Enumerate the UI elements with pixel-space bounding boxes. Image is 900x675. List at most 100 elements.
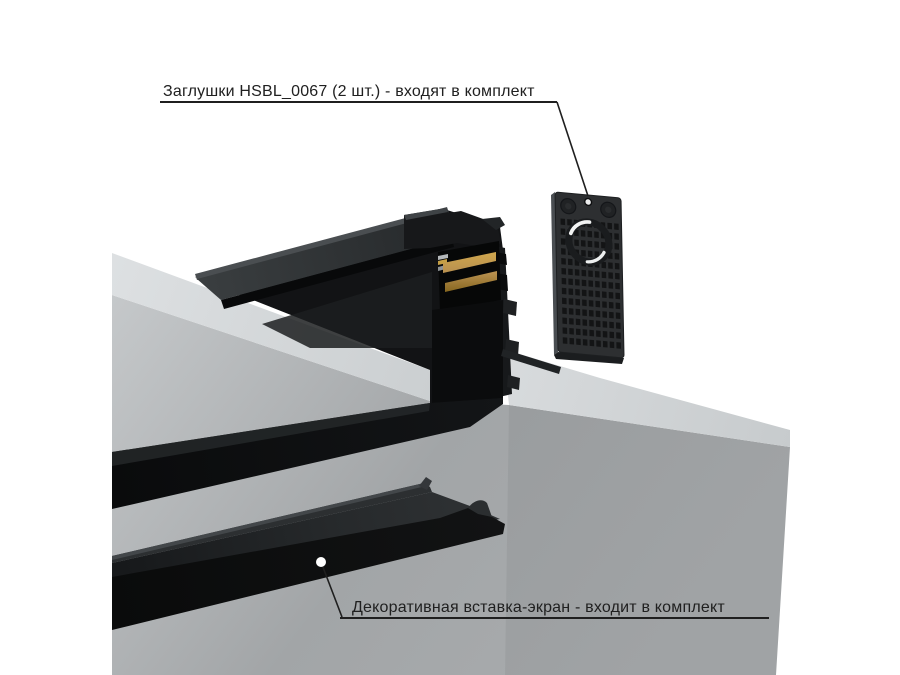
plate-ring-highlight [585, 250, 606, 264]
plate-hole [561, 267, 567, 275]
plate-hole [582, 319, 588, 326]
busbar-copper-strip [443, 252, 496, 273]
track-ridge-highlight [195, 207, 449, 280]
track-profile [112, 207, 561, 509]
plate-hole [582, 299, 587, 307]
plate-hole [561, 297, 567, 305]
plate-hole [609, 321, 614, 329]
plate-ring-highlight [568, 220, 592, 236]
plate-hole [601, 271, 607, 279]
plate-hole [582, 329, 588, 336]
plate-hole [581, 289, 587, 297]
plate-hole [594, 271, 600, 278]
plate-hole [608, 272, 613, 279]
plate-hole [588, 270, 593, 278]
plate-hole [615, 282, 620, 290]
plate-hole [569, 327, 574, 335]
plate-hole [560, 228, 566, 235]
plate-hole [595, 290, 600, 298]
plate-hole [569, 318, 574, 325]
plate-hole [582, 309, 587, 316]
plate-hole [616, 332, 621, 339]
plate-hole [568, 288, 574, 295]
plate-hole [574, 229, 579, 237]
insert-back-lip-highlight [112, 483, 426, 560]
plate-hole [615, 312, 621, 320]
plate-hole [594, 241, 599, 248]
plate-hole [608, 262, 613, 269]
plate-hole [608, 301, 614, 309]
plate-hole [580, 230, 586, 237]
plate-hole [562, 317, 567, 325]
insert-callout-label: Декоративная вставка-экран - входит в ко… [352, 599, 725, 616]
track-top-face [197, 212, 452, 300]
plate-hole [561, 258, 566, 265]
plate-hole [602, 340, 608, 348]
track-clip-tab [503, 299, 517, 316]
plate-hole [594, 251, 600, 258]
plate-hole [589, 339, 595, 347]
plate-hole [595, 300, 601, 308]
slab-face-shade [505, 405, 790, 675]
plate-hole [614, 223, 619, 230]
plate-hole [562, 327, 568, 334]
plate-hole [568, 308, 574, 315]
plate-hole [576, 338, 581, 346]
plate-hole [587, 230, 593, 238]
plate-hole [602, 331, 608, 338]
plate-hole [608, 282, 614, 289]
plate-hole [574, 239, 579, 247]
decorative-insert [112, 477, 505, 630]
slab-top-surface-right [503, 349, 790, 447]
track-clip-tab [507, 375, 520, 390]
plate-hole [588, 280, 594, 287]
track-lower-column [432, 300, 503, 403]
end-cap-plate [551, 191, 625, 364]
plate-hole [614, 262, 620, 270]
plate-hole [560, 238, 566, 245]
insert-front-lip-curl [468, 500, 492, 517]
insert-leader-line [320, 561, 343, 618]
track-cap-bevel [404, 208, 448, 220]
insert-inner-surface [112, 492, 500, 581]
plate-hole [581, 249, 586, 257]
plate-hanging-hole [584, 197, 593, 207]
plate-hole [602, 291, 607, 299]
plate-side-face [551, 192, 558, 355]
plate-hole [575, 308, 581, 316]
plate-hole [594, 231, 599, 239]
plate-hole [588, 309, 594, 317]
plate-hole [575, 279, 580, 286]
plate-hole [582, 339, 588, 346]
plate-hole [562, 337, 568, 344]
plate-hole [595, 280, 600, 288]
track-cap-section [404, 208, 501, 249]
insert-marker-dot [316, 557, 326, 567]
track-trim-band [112, 398, 503, 509]
contact-clip [438, 254, 448, 260]
plate-boss-center [565, 202, 572, 210]
insert-back-lip-curl [419, 477, 432, 490]
track-inner-wall [262, 272, 432, 348]
track-trim-chamfer [112, 403, 430, 466]
plate-hole [595, 310, 601, 318]
endcaps-leader-line [556, 101, 589, 197]
plate-hole [609, 341, 615, 349]
plate-hole [616, 342, 621, 349]
plate-hole [614, 253, 620, 260]
plate-hole [575, 318, 581, 326]
plate-hole [615, 292, 621, 300]
plate-hole [601, 261, 607, 269]
plate-hole [587, 250, 593, 258]
plate-hole [607, 222, 613, 230]
plate-boss-center [605, 206, 612, 214]
plate-hole [569, 337, 575, 345]
plate-hole [574, 269, 580, 276]
plate-hole [575, 328, 581, 336]
plate-hole [615, 272, 620, 280]
track-far-flange [501, 349, 561, 374]
callout-lines [160, 101, 769, 619]
plate-hole [562, 307, 567, 315]
plate-hole [561, 248, 566, 255]
plate-hole [609, 311, 614, 319]
